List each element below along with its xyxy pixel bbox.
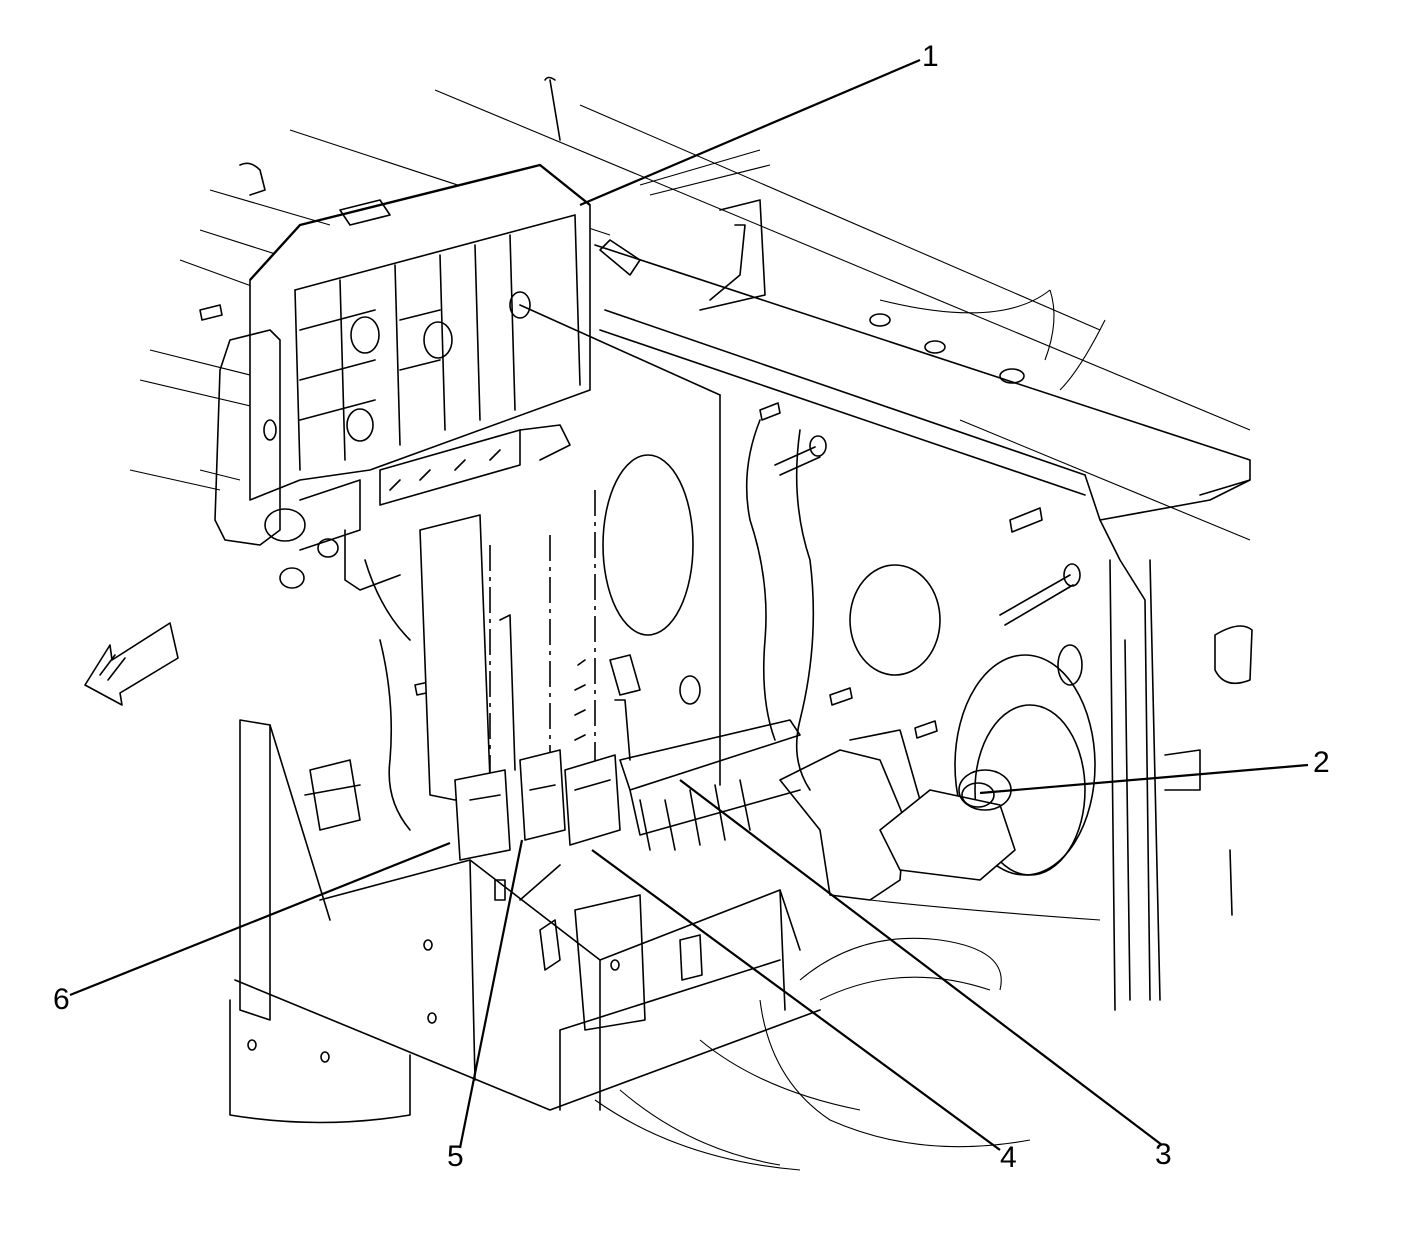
connector-bracket [304,514,1016,901]
callout-2: 2 [1313,746,1330,779]
callout-4: 4 [1000,1141,1017,1174]
firewall-panel [594,199,1253,1011]
alignment-lines [489,394,721,805]
callout-5: 5 [447,1140,464,1173]
lower-housing [229,529,1101,1171]
mounting-studs [199,304,1081,739]
fuse-block-assembly [209,76,721,589]
callout-6: 6 [53,983,70,1016]
callout-leaders [69,58,1309,1151]
callout-3: 3 [1155,1138,1172,1171]
callout-1: 1 [922,40,939,73]
front-direction-arrow-icon [84,622,179,706]
